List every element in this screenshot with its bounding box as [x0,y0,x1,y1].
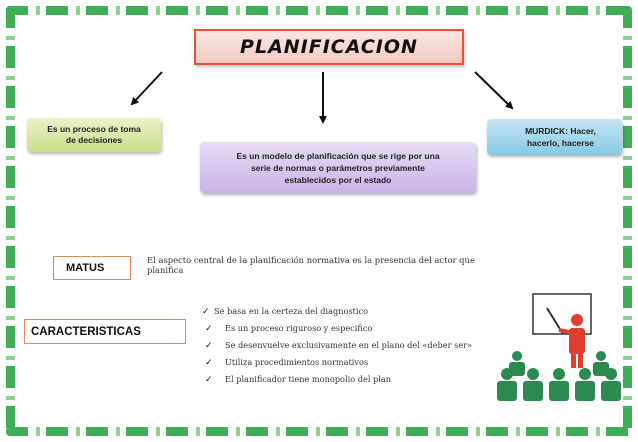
matus-label-box: MATUS [53,256,131,280]
checkmark-icon: ✓ [205,358,213,368]
list-item: ✓Utiliza procedimientos normativos [202,354,522,371]
frame-top-border [6,6,632,15]
checkmark-icon: ✓ [205,324,213,334]
checkmark-icon: ✓ [205,341,213,351]
frame-left-border [6,6,15,436]
frame-bottom-border [6,427,632,436]
title-box: PLANIFICACION [194,29,464,65]
box-modelo-planificacion: Es un modelo de planificación que se rig… [200,142,476,193]
box-toma-decisiones: Es un proceso de toma de decisiones [27,118,161,152]
list-item: ✓El planificador tiene monopolio del pla… [202,371,522,388]
matus-description: El aspecto central de la planificación n… [147,255,475,275]
arrow-right [474,71,514,110]
presenter-audience-icon [497,293,621,401]
checkmark-icon: ✓ [202,307,210,317]
arrow-left [130,71,163,106]
list-item: ✓Se desenvuelve exclusivamente en el pla… [202,337,522,354]
caracteristicas-label-box: CARACTERISTICAS [24,319,186,344]
box-murdick: MURDICK: Hacer, hacerlo, hacerse [487,119,622,155]
list-item: ✓Es un proceso riguroso y especifico [202,320,522,337]
list-item: ✓Se basa en la certeza del diagnostico [202,303,522,320]
caracteristicas-label: CARACTERISTICAS [31,325,141,338]
matus-label: MATUS [66,262,105,274]
checkmark-icon: ✓ [205,375,213,385]
page-title: PLANIFICACION [240,36,418,58]
caracteristicas-list: ✓Se basa en la certeza del diagnostico ✓… [202,303,522,388]
frame-right-border [623,6,632,436]
